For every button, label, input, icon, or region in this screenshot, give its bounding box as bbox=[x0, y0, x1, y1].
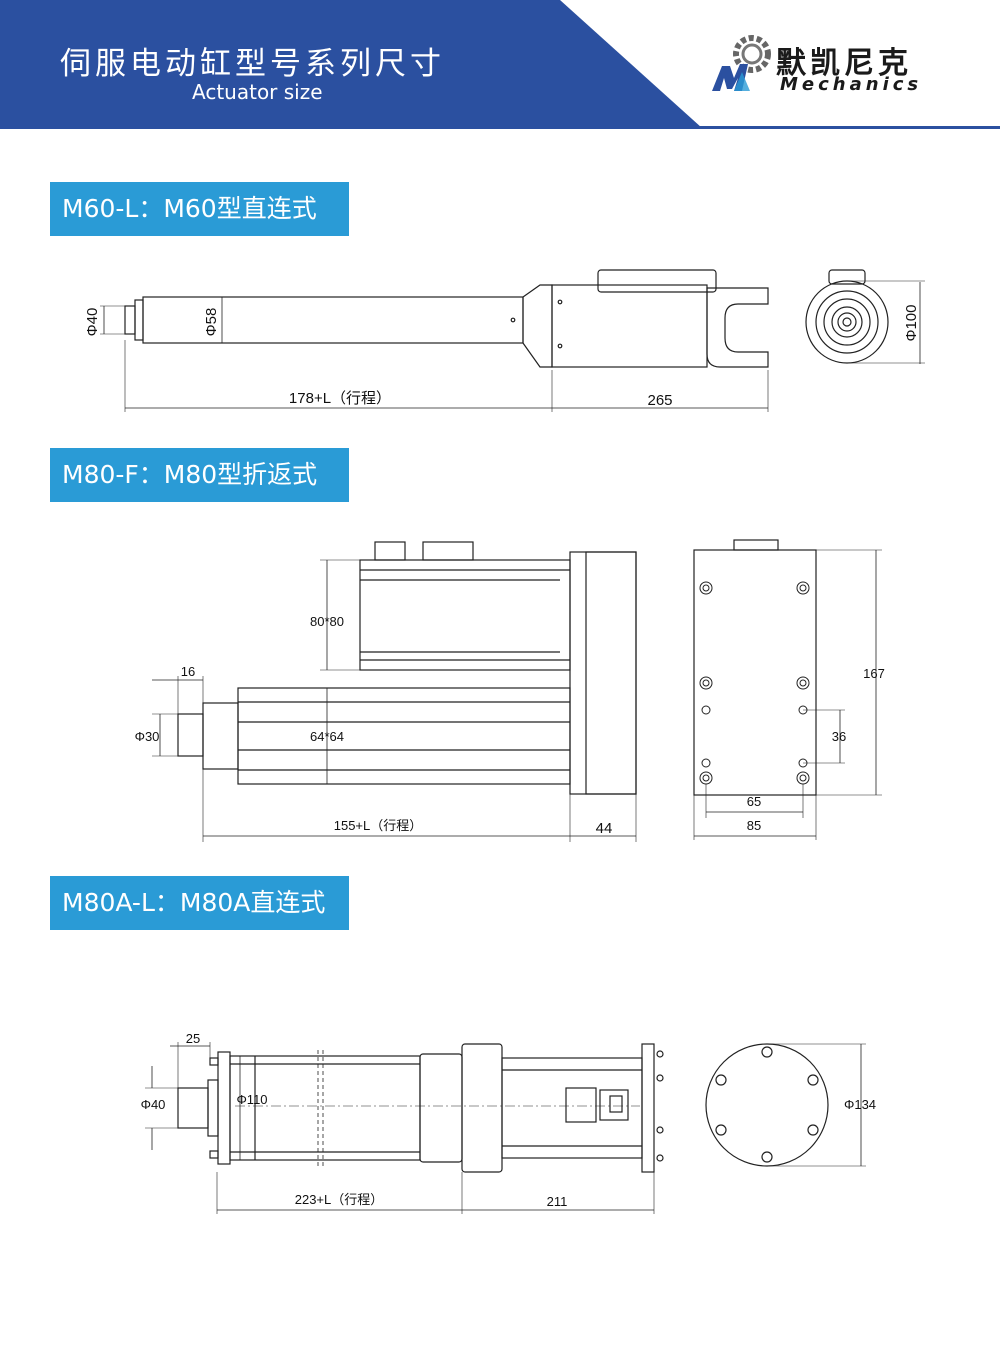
section-label-m80f: M80-F：M80型折返式 bbox=[50, 448, 349, 502]
m80f-diagram bbox=[152, 539, 882, 842]
section-label-m60: M60-L：M60型直连式 bbox=[50, 182, 349, 236]
drawing-m60: Φ40 Φ58 Φ100 178+L（行程） 265 bbox=[0, 260, 1000, 420]
header-banner: 伺服电动缸型号系列尺寸 Actuator size bbox=[0, 0, 1000, 132]
brand-name-en: Mechanics bbox=[780, 74, 923, 95]
page-subtitle: Actuator size bbox=[192, 80, 323, 104]
header-background bbox=[0, 0, 1000, 129]
brand-logo-icon bbox=[712, 35, 771, 91]
m60-diagram bbox=[100, 269, 925, 412]
page-title: 伺服电动缸型号系列尺寸 bbox=[60, 46, 445, 82]
m80a-diagram bbox=[145, 1042, 866, 1214]
brand-name-cn: 默凯尼克 bbox=[776, 46, 912, 81]
section-label-m80a: M80A-L：M80A直连式 bbox=[50, 876, 349, 930]
drawing-m80f: 80*80 64*64 16 Φ30 155+L（行程） 44 167 36 6… bbox=[0, 530, 1000, 850]
drawing-m80a: 25 Φ40 Φ110 223+L（行程） 211 Φ134 bbox=[0, 1030, 1000, 1220]
